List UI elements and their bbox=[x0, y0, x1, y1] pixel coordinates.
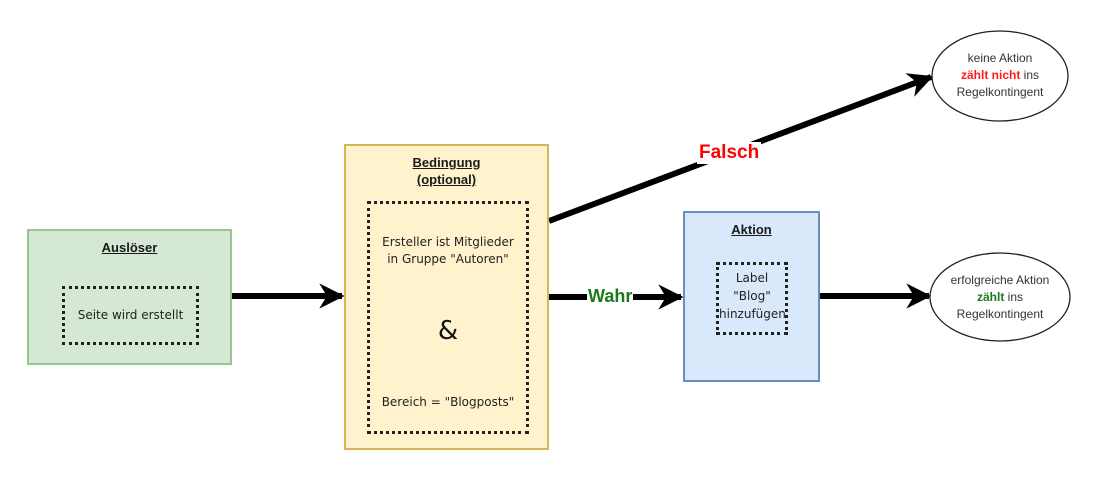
outcome-success-highlight: zählt bbox=[976, 290, 1005, 304]
action-content-line3: hinzufügen bbox=[719, 307, 786, 321]
outcome-success-line1: erfolgreiche Aktion bbox=[950, 273, 1050, 287]
false-edge-label: Falsch bbox=[697, 142, 762, 164]
outcome-success-shape bbox=[929, 252, 1071, 342]
outcome-success-suffix: ins bbox=[1004, 290, 1024, 304]
outcome-no-action-line3: Regelkontingent bbox=[956, 85, 1044, 99]
condition-box[interactable]: Bedingung (optional) Ersteller ist Mitgl… bbox=[344, 144, 549, 450]
action-title: Aktion bbox=[731, 222, 772, 237]
true-edge-label: Wahr bbox=[587, 285, 634, 307]
trigger-box[interactable]: Auslöser Seite wird erstellt bbox=[27, 229, 232, 365]
outcome-success[interactable]: erfolgreiche Aktion zählt ins Regelkonti… bbox=[930, 272, 1070, 323]
action-content-box[interactable]: Label "Blog" hinzufügen bbox=[716, 262, 788, 335]
condition-title: Bedingung (optional) bbox=[346, 154, 547, 188]
outcome-no-action-line1: keine Aktion bbox=[967, 51, 1033, 65]
trigger-title: Auslöser bbox=[101, 240, 158, 255]
action-content-line2: "Blog" bbox=[733, 289, 771, 303]
outcome-no-action-suffix: ins bbox=[1020, 68, 1040, 82]
outcome-no-action-shape bbox=[931, 30, 1069, 122]
condition-clause-1-line1: Ersteller ist Mitglieder bbox=[382, 235, 514, 249]
condition-title-line1: Bedingung bbox=[412, 155, 481, 170]
action-content: Label "Blog" hinzufügen bbox=[719, 269, 786, 323]
outcome-success-line2: zählt ins bbox=[930, 289, 1070, 306]
condition-clause-1-line2: in Gruppe "Autoren" bbox=[387, 252, 509, 266]
condition-clause-2: Bereich = "Blogposts" bbox=[381, 395, 515, 409]
outcome-no-action[interactable]: keine Aktion zählt nicht ins Regelkontin… bbox=[935, 50, 1065, 101]
action-box[interactable]: Aktion Label "Blog" hinzufügen bbox=[683, 211, 820, 382]
condition-content-box[interactable]: Ersteller ist Mitglieder in Gruppe "Auto… bbox=[367, 201, 529, 434]
action-content-line1: Label bbox=[735, 271, 769, 285]
outcome-success-line3: Regelkontingent bbox=[956, 307, 1044, 321]
condition-clause-1: Ersteller ist Mitglieder in Gruppe "Auto… bbox=[370, 234, 526, 268]
outcome-no-action-highlight: zählt nicht bbox=[960, 68, 1021, 82]
outcome-no-action-line2: zählt nicht ins bbox=[935, 67, 1065, 84]
trigger-content: Seite wird erstellt bbox=[77, 308, 184, 322]
trigger-content-box[interactable]: Seite wird erstellt bbox=[62, 286, 199, 345]
condition-title-line2: (optional) bbox=[416, 172, 477, 187]
condition-operator: & bbox=[437, 316, 459, 346]
